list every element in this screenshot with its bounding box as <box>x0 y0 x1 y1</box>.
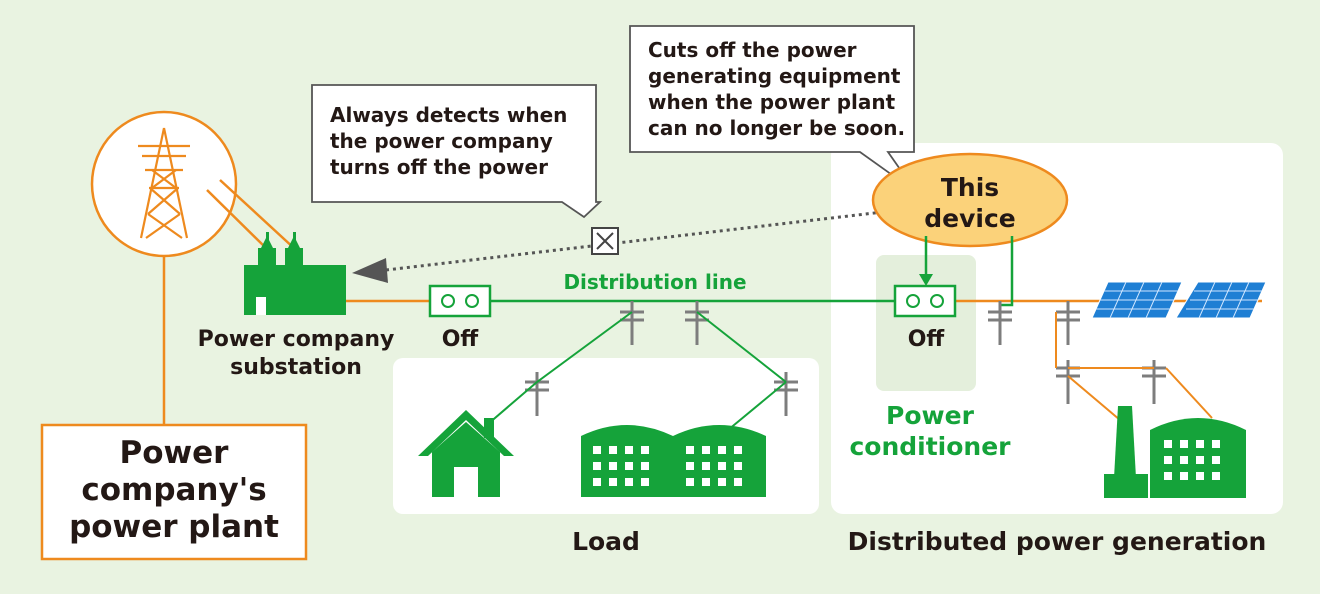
house-icon <box>418 410 514 497</box>
breaker-icon <box>893 284 957 318</box>
plant-label-line-1: Power <box>119 435 229 471</box>
substation-label-line-1: Power company <box>197 327 395 352</box>
plant-label-line-2: company's <box>81 472 267 508</box>
callout-cutoff-line-3: when the power plant <box>648 90 896 114</box>
callout-cutoff-line-4: can no longer be soon. <box>648 116 906 140</box>
detection-arrow <box>352 258 388 283</box>
conditioner-label: Power conditioner <box>820 400 1040 462</box>
callout-cutoff-line-1: Cuts off the power <box>648 38 857 62</box>
solar-panel-icon <box>1091 281 1267 319</box>
distributed-label: Distributed power generation <box>847 527 1267 556</box>
detector-x-icon <box>591 227 619 255</box>
transmission-tower-icon <box>90 110 238 258</box>
device-label-line-2: device <box>924 204 1016 233</box>
callout-detect-line-1: Always detects when <box>330 103 568 127</box>
distribution-line-label: Distribution line <box>563 270 747 294</box>
substation-label: Power company substation <box>186 326 406 382</box>
device-label-line-1: This <box>940 173 1000 202</box>
conditioner-label-line-2: conditioner <box>849 432 1011 461</box>
load-label: Load <box>572 527 640 556</box>
factory-icon <box>581 425 766 497</box>
off-right-label: Off <box>907 327 945 352</box>
substation-label-line-2: substation <box>230 355 362 380</box>
conditioner-label-line-1: Power <box>886 401 974 430</box>
callout-detect-line-3: turns off the power <box>330 155 548 179</box>
off-left-label: Off <box>441 327 479 352</box>
callout-detect-text: Always detects when the power company tu… <box>330 102 567 180</box>
callout-detect-line-2: the power company <box>330 129 553 153</box>
callout-detect <box>311 84 603 219</box>
device-ellipse <box>871 152 1069 248</box>
substation-icon <box>244 232 346 315</box>
plant-label: Power company's power plant <box>44 435 304 546</box>
power-plant-icon <box>1104 406 1246 498</box>
callout-cutoff-line-2: generating equipment <box>648 64 901 88</box>
detection-line <box>385 208 901 272</box>
device-label: This device <box>900 172 1040 234</box>
plant-box <box>40 423 308 561</box>
callout-cutoff-text: Cuts off the power generating equipment … <box>648 37 905 141</box>
plant-label-line-3: power plant <box>69 509 279 545</box>
breaker-icon <box>428 284 492 318</box>
